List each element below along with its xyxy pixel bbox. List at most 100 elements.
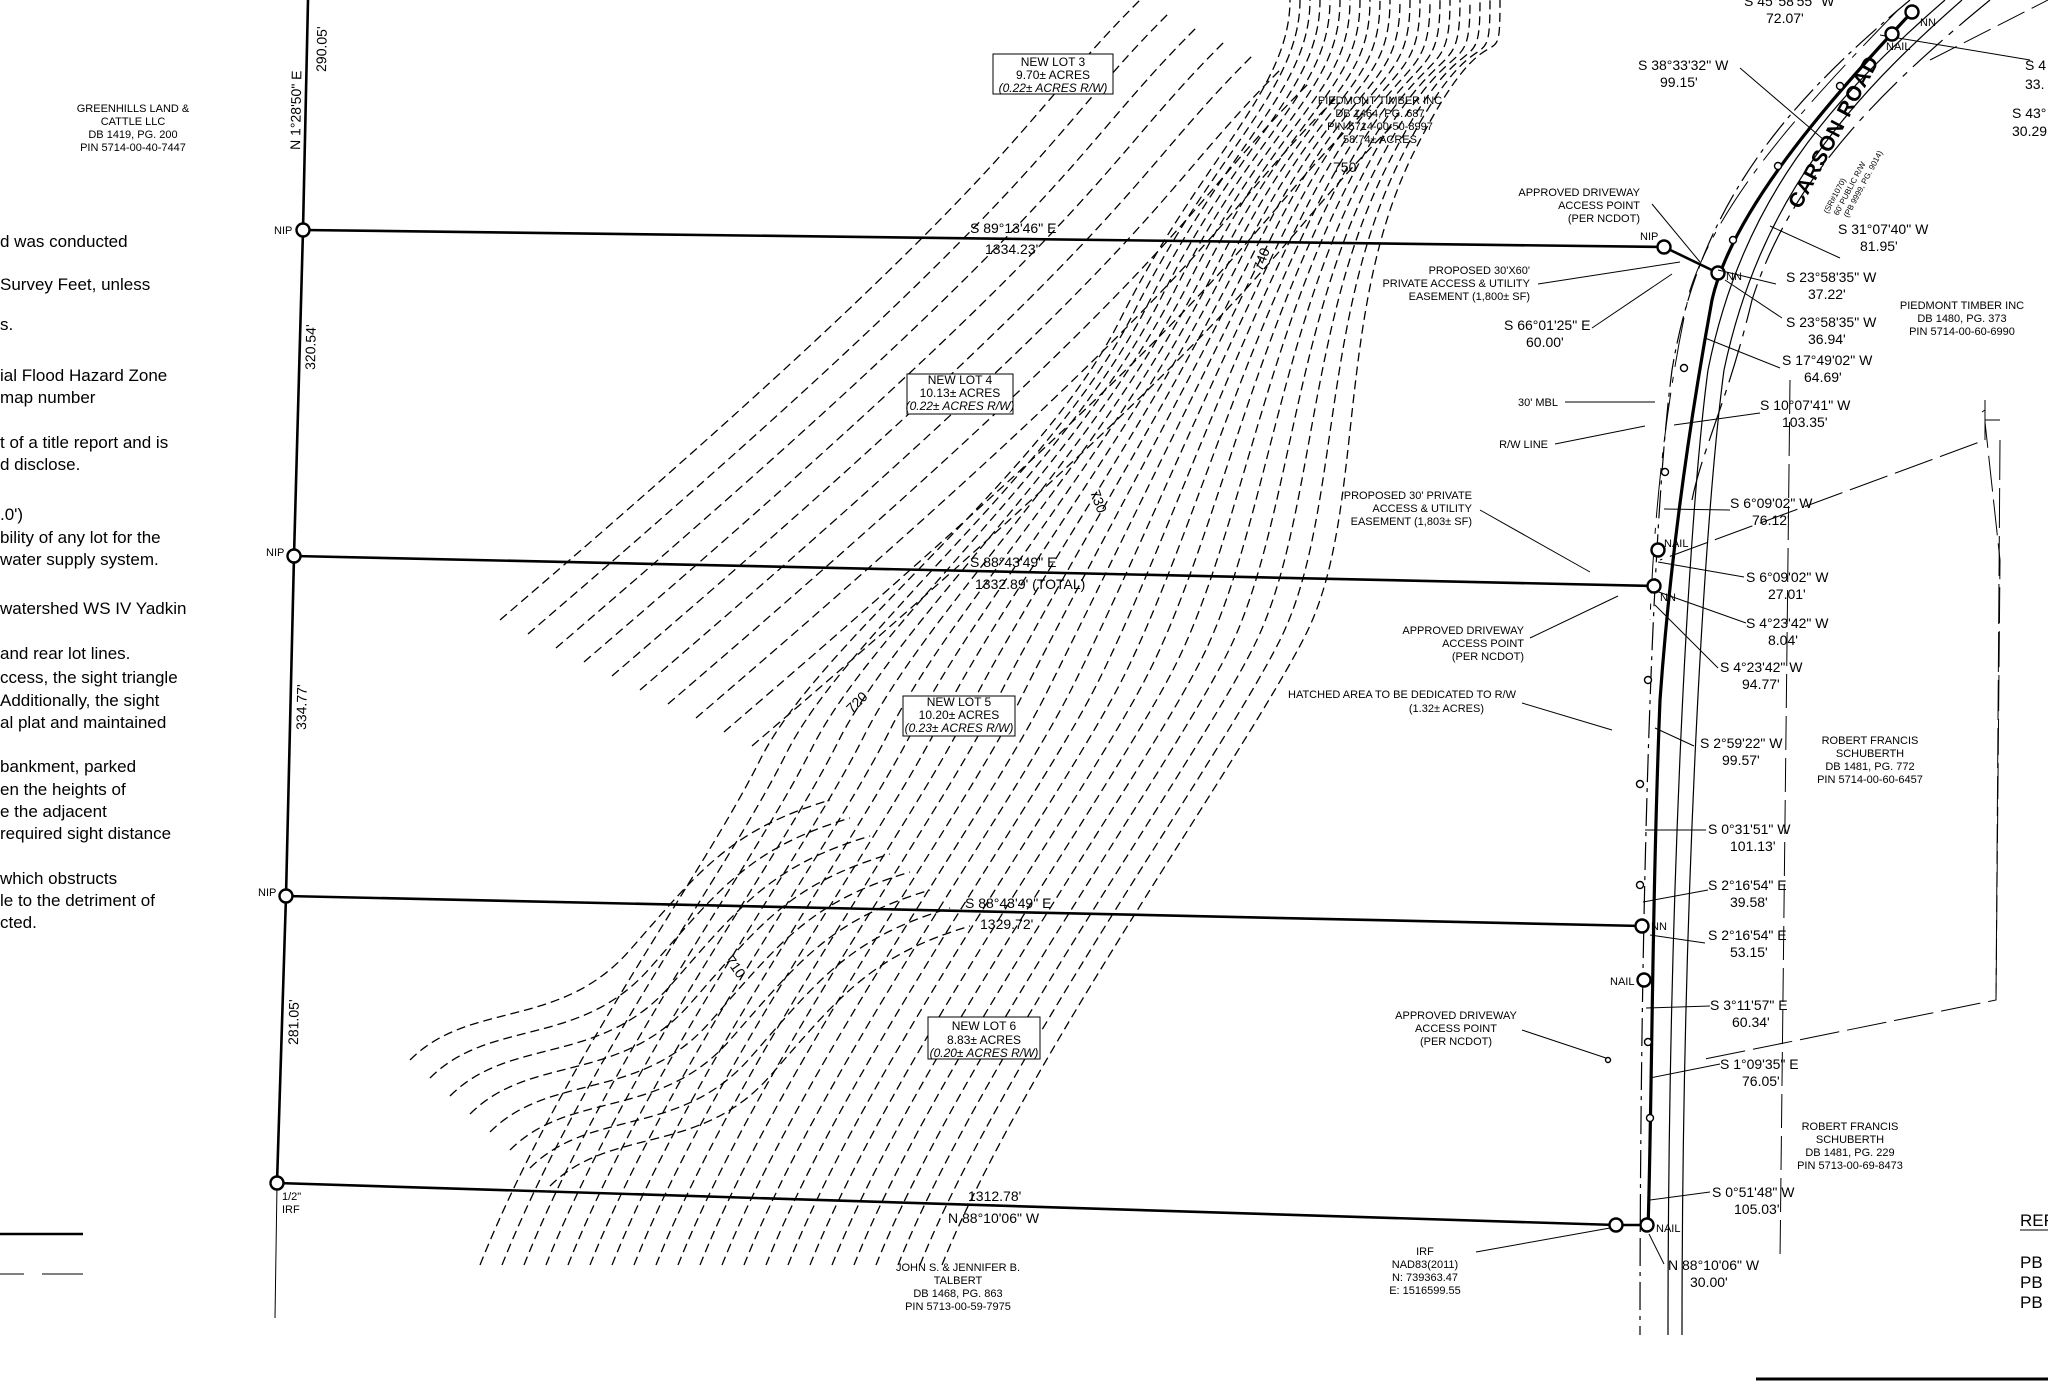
- contour-line: [941, 0, 1501, 1266]
- lot-5-label: NEW LOT 5 10.20± ACRES (0.23± ACRES R/W): [902, 695, 1016, 737]
- right-edge-dist-1: 33.: [2025, 76, 2044, 92]
- label-nip-1: NIP: [274, 225, 292, 237]
- callout-irf-coordinates: IRF NAD83(2011) N: 739363.47 E: 1516599.…: [1389, 1246, 1461, 1297]
- label-nail-1: NAIL: [1664, 538, 1688, 550]
- traverse-call-7-distance: 103.35': [1782, 414, 1828, 430]
- traverse-call-3-distance: 81.95': [1860, 238, 1898, 254]
- traverse-call-6-bearing: S 17°49'02" W: [1782, 352, 1873, 368]
- contour-line: [501, 0, 1301, 1266]
- svg-text:(1.32± ACRES): (1.32± ACRES): [1409, 703, 1484, 715]
- owner-schuberth-772: ROBERT FRANCIS SCHUBERTH DB 1481, PG. 77…: [1817, 735, 1923, 786]
- traverse-call-16-bearing: S 3°11'57" E: [1710, 997, 1788, 1013]
- right-edge-brg-1: S 4: [2025, 57, 2046, 73]
- contour-line: [655, 0, 1371, 1266]
- legend-fragment: [0, 1232, 83, 1275]
- west-dist-1: 290.05': [313, 26, 330, 72]
- monument-nail-top: [1884, 26, 1900, 42]
- svg-text:DB 1481, PG. 772: DB 1481, PG. 772: [1825, 761, 1914, 773]
- svg-text:8.83± ACRES: 8.83± ACRES: [947, 1033, 1021, 1047]
- parcel-line-ne: [1929, 0, 2048, 61]
- label-nn-1: NN: [1726, 271, 1742, 283]
- svg-text:APPROVED DRIVEWAY: APPROVED DRIVEWAY: [1518, 187, 1640, 199]
- callout-driveway-3: APPROVED DRIVEWAY ACCESS POINT (PER NCDO…: [1395, 1010, 1517, 1048]
- svg-text:(0.22± ACRES R/W): (0.22± ACRES R/W): [906, 399, 1015, 413]
- parcel-line-ne-2: [1879, 34, 2031, 61]
- svg-text:map number: map number: [0, 388, 96, 407]
- contour-line: [809, 0, 1441, 1266]
- contour-line: [633, 0, 1361, 1266]
- contour-line: [639, 69, 1281, 691]
- west-dist-2: 320.54': [302, 324, 319, 370]
- west-line-segment-4: [275, 895, 288, 1184]
- label-nail-3: NAIL: [1656, 1223, 1680, 1235]
- label-nail-top: NAIL: [1886, 41, 1910, 53]
- general-notes: d was conducted Survey Feet, unless s. i…: [0, 232, 186, 932]
- monument-nip-3: [278, 888, 294, 904]
- svg-text:APPROVED DRIVEWAY: APPROVED DRIVEWAY: [1395, 1010, 1517, 1022]
- mbl-line: [1649, 9, 1899, 621]
- traverse-call-5-distance: 36.94': [1808, 331, 1846, 347]
- contour-line: [479, 0, 1291, 1266]
- svg-text:(PER NCDOT): (PER NCDOT): [1420, 1036, 1492, 1048]
- traverse-call-1-bearing: S 45°58'55" W: [1744, 0, 1835, 9]
- label-half-irf-2: IRF: [282, 1204, 300, 1216]
- contour-line: [919, 0, 1491, 1266]
- contour-line: [699, 0, 1391, 1266]
- contour-line: [677, 0, 1381, 1266]
- right-edge-parcel: [1984, 412, 2001, 1001]
- traverse-call-2-bearing: S 38°33'32" W: [1638, 57, 1729, 73]
- callout-easement-30x60: PROPOSED 30'X60' PRIVATE ACCESS & UTILIT…: [1382, 265, 1530, 303]
- monument-irf-half: [269, 1175, 285, 1191]
- lot-4-label: NEW LOT 4 10.13± ACRES (0.22± ACRES R/W): [906, 373, 1015, 415]
- svg-text:bankment, parked: bankment, parked: [0, 757, 136, 776]
- traverse-call-15-bearing: S 2°16'54" E: [1708, 927, 1787, 943]
- svg-text:watershed WS IV Yadkin: watershed WS IV Yadkin: [0, 599, 186, 618]
- monument-irf: [1608, 1217, 1624, 1233]
- svg-text:GREENHILLS LAND &: GREENHILLS LAND &: [77, 103, 190, 115]
- traverse-call-14-bearing: S 2°16'54" E: [1708, 877, 1787, 893]
- svg-text:ccess, the sight triangle: ccess, the sight triangle: [0, 668, 178, 687]
- label-nip-2: NIP: [266, 547, 284, 559]
- lot-6-label: NEW LOT 6 8.83± ACRES (0.20± ACRES R/W): [927, 1016, 1041, 1060]
- svg-text:PIEDMONT TIMBER INC: PIEDMONT TIMBER INC: [1318, 95, 1442, 107]
- contour-line: [527, 13, 1169, 635]
- monument-labels: NIP NIP NIP 1/2" IRF NIP NN NAIL NN NN N…: [258, 17, 1936, 1235]
- svg-text:ial Flood Hazard Zone: ial Flood Hazard Zone: [0, 366, 167, 385]
- contour-line: [469, 853, 891, 1115]
- references-title: REFE: [2020, 1211, 2048, 1230]
- svg-text:bility of any lot for the: bility of any lot for the: [0, 528, 161, 547]
- traverse-call-6-distance: 64.69': [1804, 369, 1842, 385]
- right-edge-brg-2: S 43°: [2012, 105, 2046, 121]
- callout-hatched-area: HATCHED AREA TO BE DEDICATED TO R/W (1.3…: [1288, 689, 1517, 715]
- traverse-call-14-distance: 39.58': [1730, 894, 1768, 910]
- traverse-call-3-bearing: S 31°07'40" W: [1838, 221, 1929, 237]
- lot-line-5-6: [285, 894, 1643, 928]
- traverse-call-10-bearing: S 4°23'42" W: [1746, 615, 1829, 631]
- traverse-call-4-bearing: S 23°58'35" W: [1786, 269, 1877, 285]
- svg-text:d was conducted: d was conducted: [0, 232, 128, 251]
- svg-text:(0.23± ACRES R/W): (0.23± ACRES R/W): [905, 721, 1014, 735]
- svg-text:required sight distance: required sight distance: [0, 824, 171, 843]
- svg-text:NEW LOT 5: NEW LOT 5: [927, 695, 992, 709]
- monument-nip-1: [295, 222, 311, 238]
- contour-line: [831, 0, 1451, 1266]
- svg-text:PIN 5714-00-60-6457: PIN 5714-00-60-6457: [1817, 774, 1923, 786]
- svg-text:PIEDMONT TIMBER INC: PIEDMONT TIMBER INC: [1900, 300, 2024, 312]
- contour-line: [875, 0, 1471, 1266]
- svg-text:CATTLE LLC: CATTLE LLC: [101, 116, 166, 128]
- traverse-call-13-bearing: S 0°31'51" W: [1708, 821, 1791, 837]
- traverse-call-16-distance: 60.34': [1732, 1014, 1770, 1030]
- svg-text:ACCESS & UTILITY: ACCESS & UTILITY: [1372, 503, 1472, 515]
- svg-text:NEW LOT 4: NEW LOT 4: [928, 373, 993, 387]
- contour-line: [743, 0, 1411, 1266]
- callout-driveway-1: APPROVED DRIVEWAY ACCESS POINT (PER NCDO…: [1518, 187, 1640, 225]
- monument-nn-2: [1646, 578, 1662, 594]
- label-half-irf-1: 1/2": [282, 1191, 301, 1203]
- svg-text:PRIVATE ACCESS & UTILITY: PRIVATE ACCESS & UTILITY: [1382, 278, 1530, 290]
- svg-text:ACCESS POINT: ACCESS POINT: [1415, 1023, 1497, 1035]
- svg-text:which obstructs: which obstructs: [0, 869, 117, 888]
- svg-text:.0'): .0'): [0, 505, 23, 524]
- l4-distance: 1312.78': [968, 1188, 1021, 1204]
- svg-text:EASEMENT (1,800± SF): EASEMENT (1,800± SF): [1409, 291, 1530, 303]
